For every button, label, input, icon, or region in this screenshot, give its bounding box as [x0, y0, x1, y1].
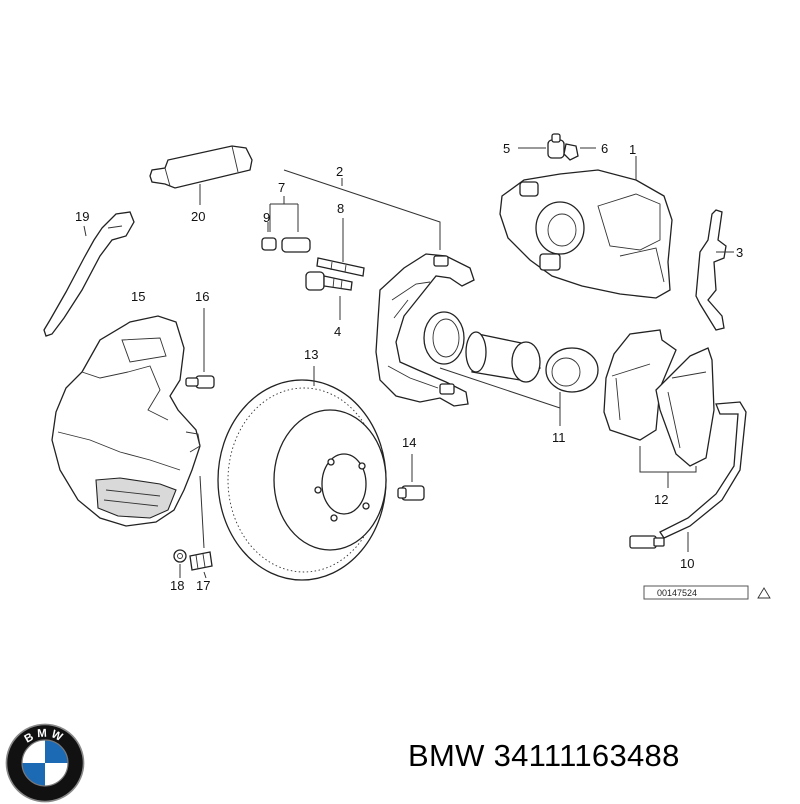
part-13-brake-disc [217, 379, 387, 581]
leader-12 [639, 446, 697, 488]
callout-13: 13 [304, 347, 318, 362]
part-2-caliper-carrier [375, 253, 475, 407]
callout-2: 2 [336, 164, 343, 179]
part-15-dust-shield [51, 315, 201, 527]
callout-4: 4 [334, 324, 341, 339]
part-12-brake-pad-outer [655, 347, 715, 467]
product-caption: BMW 34111163488 [408, 738, 680, 774]
part-11-piston [465, 331, 541, 383]
part-17-screw [189, 551, 213, 571]
callout-18: 18 [170, 578, 184, 593]
callout-12: 12 [654, 492, 668, 507]
callout-6: 6 [601, 141, 608, 156]
part-1-caliper-housing [499, 169, 673, 299]
leader-2 [283, 169, 441, 250]
reference-triangle-icon [757, 587, 771, 599]
leader-7 [269, 196, 299, 232]
callout-11: 11 [552, 430, 566, 445]
part-7-guide-pin [281, 237, 311, 253]
bmw-logo: BMW [5, 723, 85, 803]
callout-16: 16 [195, 289, 209, 304]
leader-19 [83, 225, 87, 237]
reference-number-box [643, 585, 749, 600]
callout-1: 1 [629, 142, 636, 157]
callout-14: 14 [402, 435, 416, 450]
callout-7: 7 [278, 180, 285, 195]
brand-name: BMW [408, 738, 485, 773]
part-10-wear-sensor [629, 401, 747, 549]
part-9-sleeve [261, 237, 277, 251]
logo-lettering: BMW [23, 727, 64, 745]
callout-20: 20 [191, 209, 205, 224]
callout-10: 10 [680, 556, 694, 571]
callout-9: 9 [263, 210, 270, 225]
leader-17 [203, 571, 207, 579]
callout-3: 3 [736, 245, 743, 260]
part-6-bleeder-cap [563, 143, 579, 161]
svg-text:BMW: BMW [23, 727, 67, 745]
leader-15-17 [199, 475, 205, 549]
leader-11 [439, 367, 561, 426]
part-19-sensor-cable [43, 211, 135, 337]
part-20-grease-tube [149, 145, 253, 189]
callout-8: 8 [337, 201, 344, 216]
part-12-brake-pad-inner [603, 329, 677, 441]
reference-number: 00147524 [657, 588, 697, 598]
part-16-bolt [185, 375, 215, 389]
part-11-piston-seal [423, 311, 465, 365]
part-5-bleeder-screw [547, 133, 565, 159]
part-18-washer [173, 549, 187, 563]
callout-15: 15 [131, 289, 145, 304]
callout-19: 19 [75, 209, 89, 224]
part-number: 34111163488 [493, 738, 680, 773]
part-11-dust-boot [545, 347, 599, 393]
callout-5: 5 [503, 141, 510, 156]
callout-17: 17 [196, 578, 210, 593]
part-4-bolt [305, 271, 353, 291]
part-3-anti-rattle-spring [695, 209, 727, 331]
part-14-hub-screw [397, 485, 425, 501]
part-8-guide-bolt [316, 257, 365, 277]
